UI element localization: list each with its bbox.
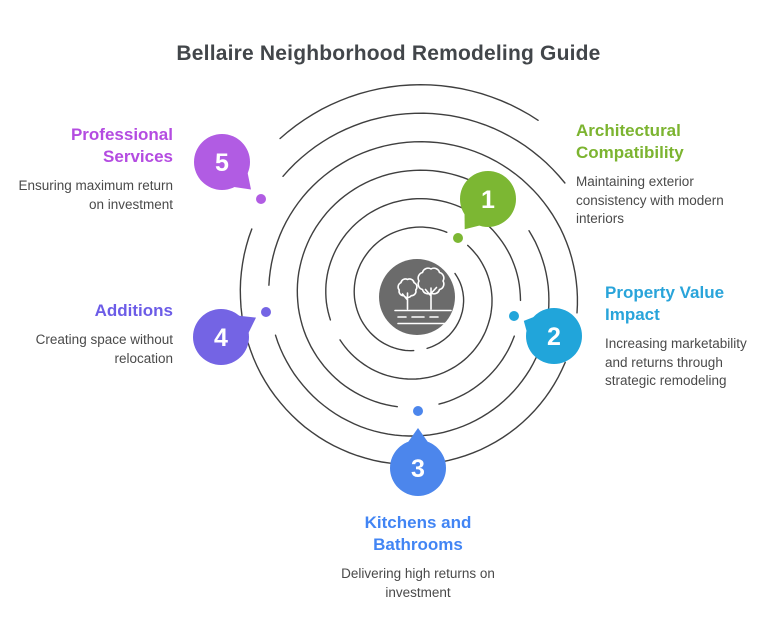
step-2-dot: [509, 311, 519, 321]
item-4-label-block: Additions Creating space without relocat…: [3, 300, 173, 368]
step-5-dot: [256, 194, 266, 204]
step-1-bubble: [460, 171, 516, 227]
center-circle: [379, 259, 455, 335]
step-5-bubble: [194, 134, 250, 190]
item-3-description: Delivering high returns on investment: [341, 566, 495, 600]
step-5-number: 5: [215, 149, 229, 177]
item-5-title: Professional Services: [70, 125, 173, 167]
item-1-title: Architectural Compatibility: [576, 121, 684, 163]
spiral-line: [239, 83, 579, 466]
step-2-number: 2: [547, 323, 561, 351]
step-3-number: 3: [411, 455, 425, 483]
step-4-number: 4: [214, 324, 228, 352]
step-4-marker: 4: [193, 302, 276, 365]
step-2-marker: 2: [504, 306, 582, 364]
bubble-tail: [406, 428, 430, 445]
step-2-bubble: [526, 308, 582, 364]
step-5-marker: 5: [194, 134, 271, 209]
step-4-dot: [261, 307, 271, 317]
park-trees-icon: [394, 267, 452, 325]
step-3-bubble: [390, 440, 446, 496]
item-2-title: Property Value Impact: [605, 283, 725, 325]
step-1-dot: [453, 233, 463, 243]
item-5-label-block: Professional Services Ensuring maximum r…: [3, 124, 173, 214]
item-2-label-block: Property Value Impact Increasing marketa…: [605, 282, 770, 391]
item-5-description: Ensuring maximum return on investment: [18, 178, 173, 212]
step-3-dot: [413, 406, 423, 416]
item-1-description: Maintaining exterior consistency with mo…: [576, 174, 724, 227]
step-4-bubble: [193, 309, 249, 365]
item-3-title: Kitchens and Bathrooms: [364, 513, 472, 555]
step-1-marker: 1: [448, 171, 516, 248]
item-2-description: Increasing marketability and returns thr…: [605, 336, 747, 389]
item-1-label-block: Architectural Compatibility Maintaining …: [576, 120, 731, 229]
step-3-marker: 3: [390, 401, 446, 496]
center-emblem: [379, 259, 455, 335]
step-1-number: 1: [481, 186, 495, 214]
page-title: Bellaire Neighborhood Remodeling Guide: [176, 42, 601, 65]
item-4-description: Creating space without relocation: [35, 332, 173, 366]
item-4-title: Additions: [94, 301, 173, 320]
item-3-label-block: Kitchens and Bathrooms Delivering high r…: [332, 512, 504, 602]
